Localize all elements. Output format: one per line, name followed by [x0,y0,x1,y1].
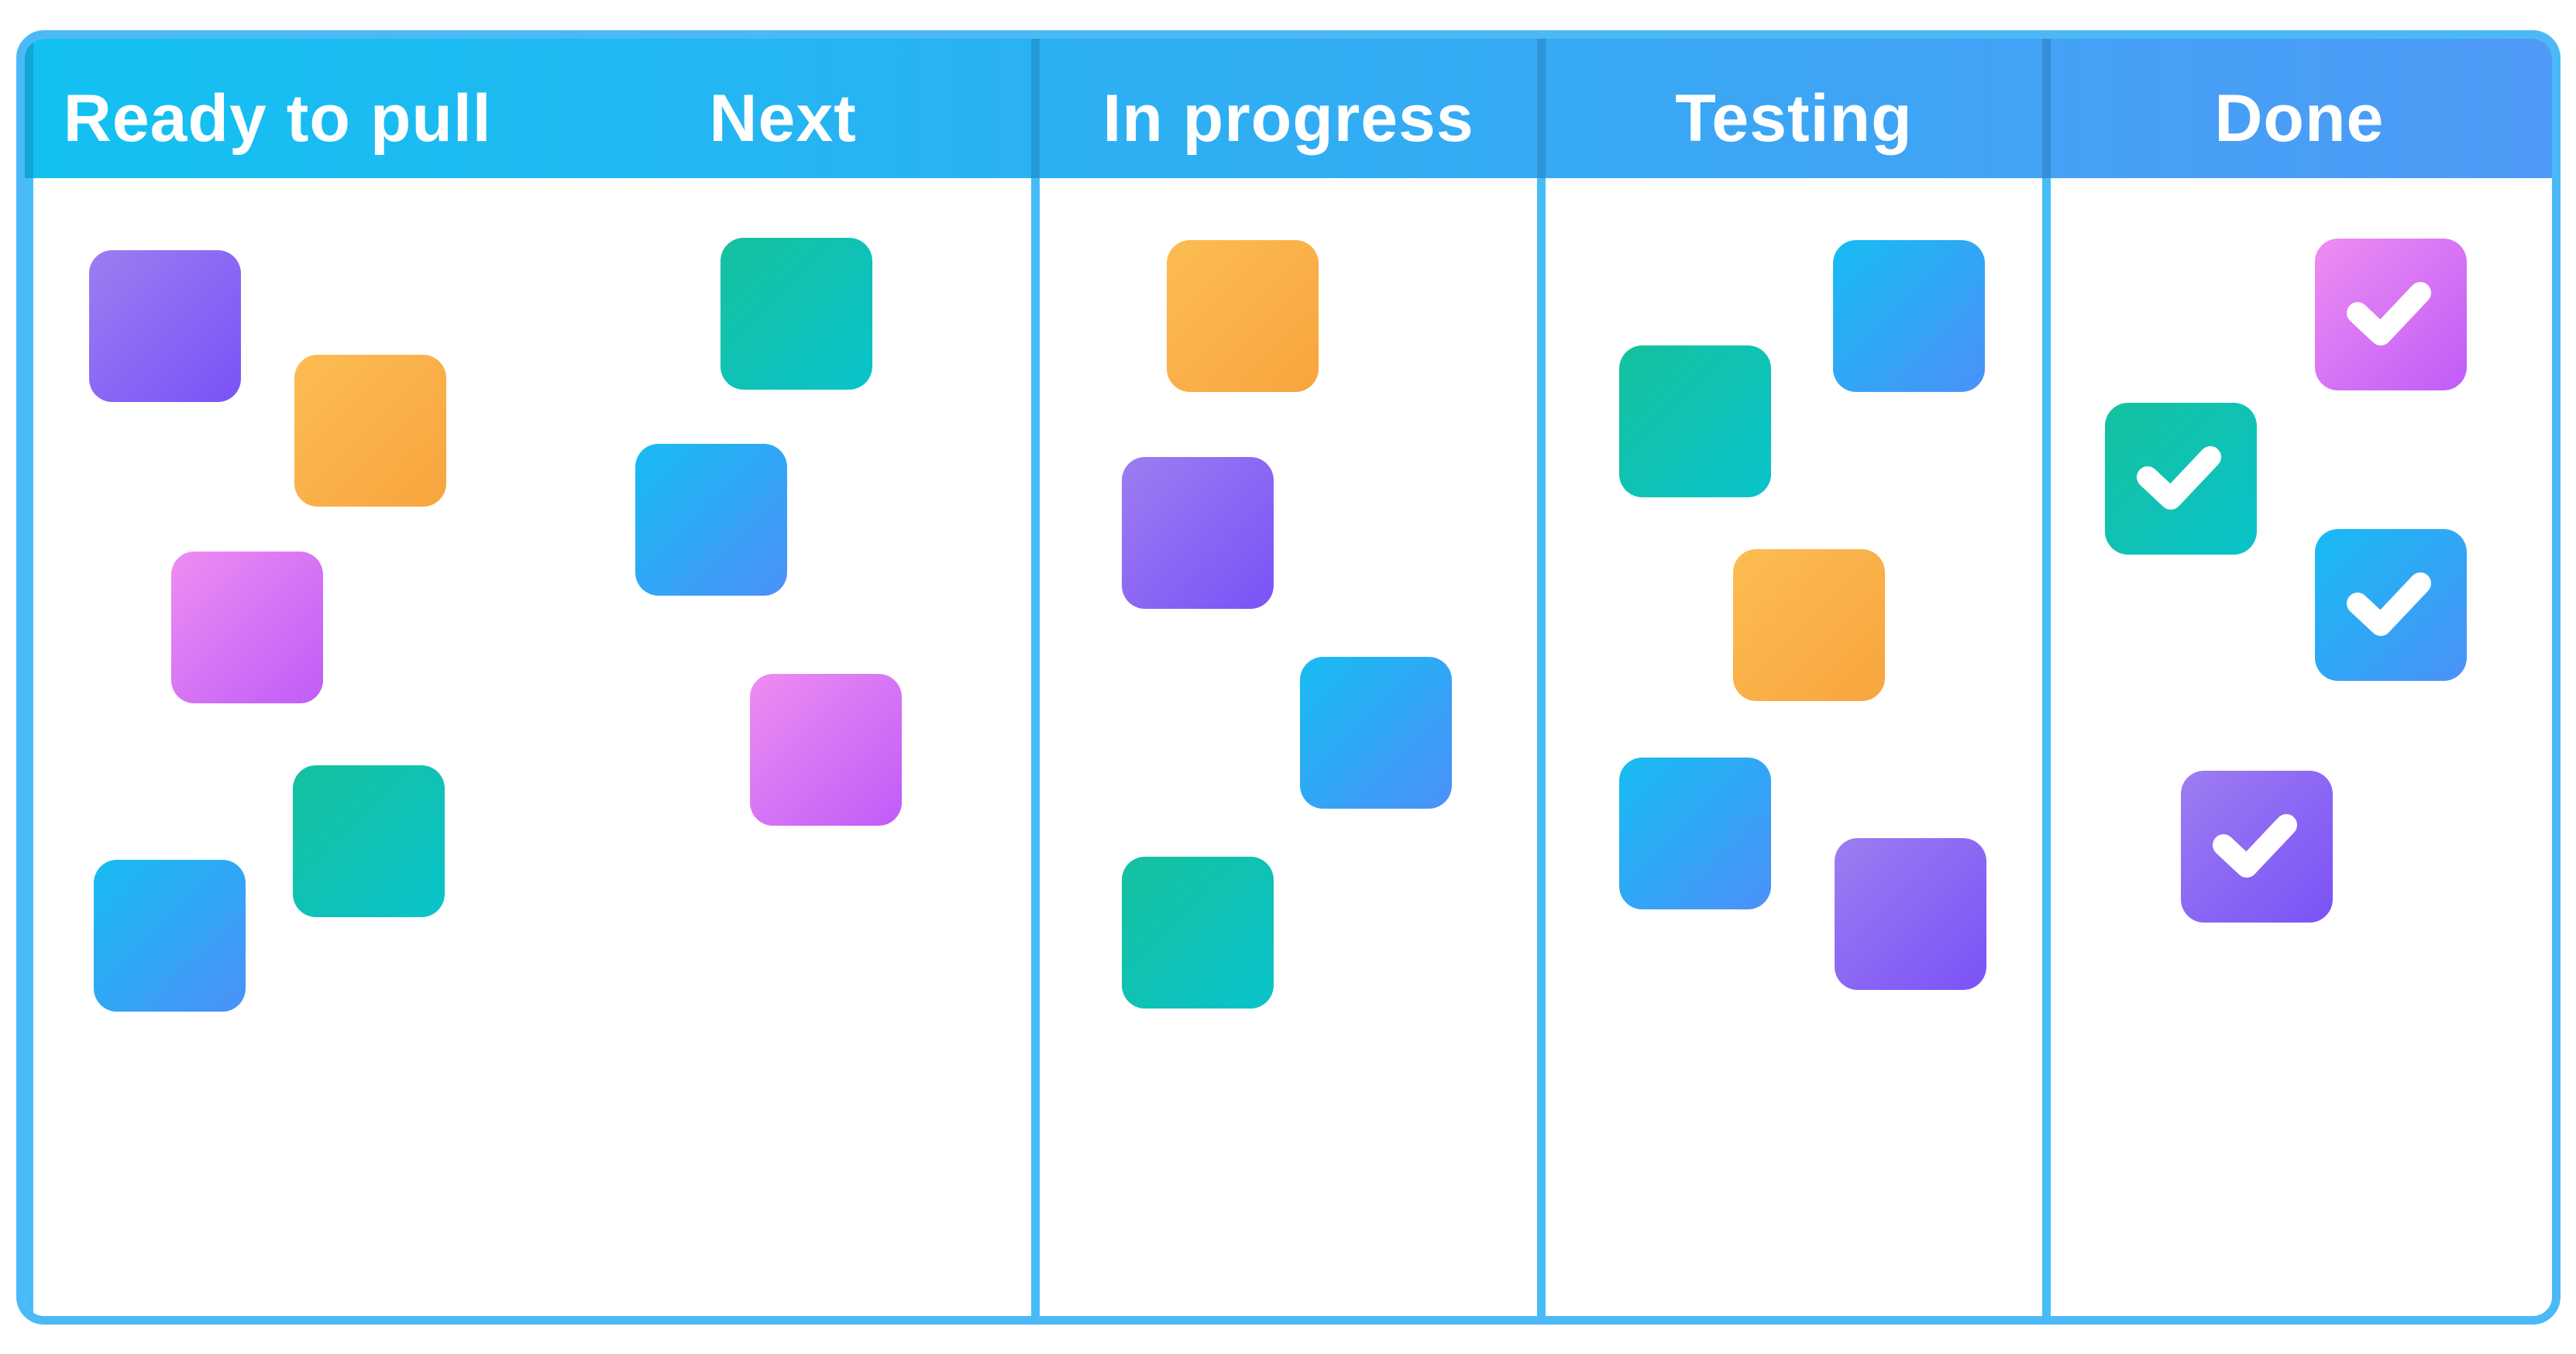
kanban-card-blue[interactable] [1833,240,1985,392]
column-divider [25,39,33,1316]
kanban-card-orange[interactable] [1167,240,1319,392]
kanban-card-teal[interactable] [293,765,445,917]
checkmark-icon [2137,446,2221,510]
column-label: Ready to pull [63,81,492,156]
column-header-done: Done [2047,39,2552,178]
column-label: In progress [1102,81,1474,156]
checkmark-icon [2213,814,2297,878]
kanban-card-blue[interactable] [1300,657,1452,809]
kanban-card-purple[interactable] [1835,838,1986,990]
kanban-card-teal-done[interactable] [2105,403,2257,555]
kanban-card-purple[interactable] [1122,457,1274,609]
kanban-board: Ready to pull Next In progress Testing D… [16,30,2561,1325]
kanban-card-magenta-done[interactable] [2315,239,2467,390]
column-divider [1536,39,1546,1316]
column-divider [1031,39,1040,1316]
column-header-ready-to-pull: Ready to pull [25,39,530,178]
kanban-card-blue[interactable] [94,860,246,1012]
kanban-card-magenta[interactable] [750,674,902,826]
kanban-card-teal[interactable] [1619,345,1771,497]
checkmark-icon [2347,282,2431,345]
kanban-card-purple[interactable] [89,250,241,402]
checkmark-icon [2347,572,2431,636]
column-label: Next [709,81,857,156]
kanban-card-blue[interactable] [1619,758,1771,909]
column-label: Testing [1675,81,1913,156]
kanban-card-teal[interactable] [1122,857,1274,1009]
board-header: Ready to pull Next In progress Testing D… [25,39,2552,178]
column-label: Done [2214,81,2385,156]
kanban-card-blue-done[interactable] [2315,529,2467,681]
column-header-testing: Testing [1541,39,2046,178]
kanban-card-purple-done[interactable] [2181,771,2333,923]
column-header-next: Next [530,39,1035,178]
kanban-card-teal[interactable] [721,238,872,390]
kanban-card-magenta[interactable] [171,552,323,703]
card-layer [25,39,2552,1316]
kanban-card-orange[interactable] [294,355,446,507]
kanban-card-blue[interactable] [635,444,787,596]
column-divider [2042,39,2052,1316]
kanban-card-orange[interactable] [1733,549,1885,701]
column-header-in-progress: In progress [1036,39,1541,178]
